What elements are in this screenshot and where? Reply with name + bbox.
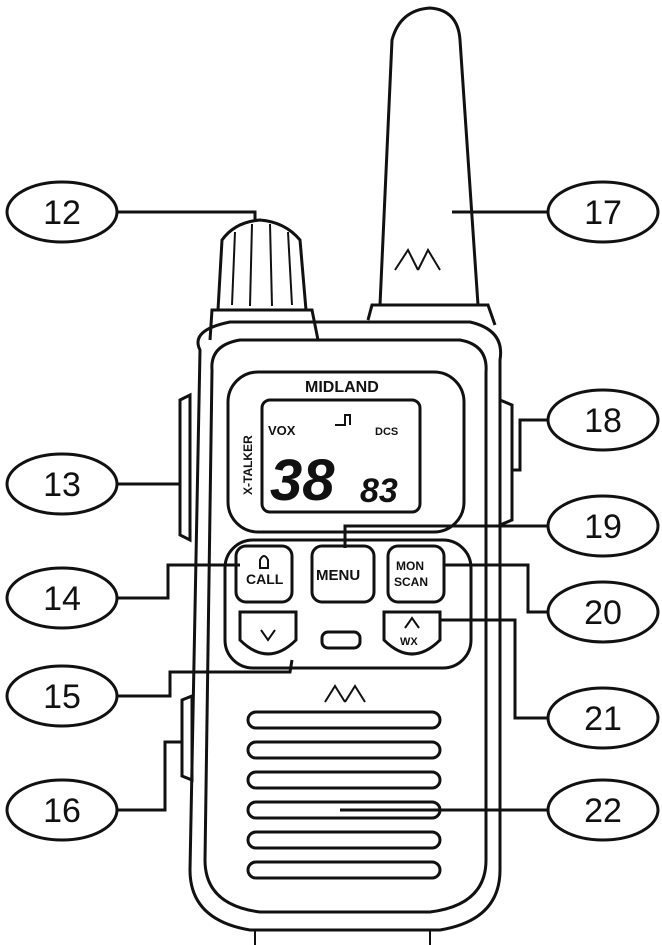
radio-body [178, 320, 514, 945]
chevron-down-icon [260, 629, 276, 642]
callout-label-20: 20 [584, 594, 622, 632]
battery-icon [335, 414, 351, 426]
callout-label-18: 18 [584, 402, 622, 440]
keypad: CALL MENU MON SCAN WX [223, 538, 473, 670]
mon-scan-button [386, 544, 446, 604]
call-bell-icon [259, 555, 269, 569]
lcd-vox-indicator: VOX [268, 423, 296, 438]
callout-13: 13 [5, 452, 119, 516]
callout-label-21: 21 [584, 700, 622, 738]
callout-21: 21 [546, 686, 660, 750]
speaker-grill [246, 684, 442, 880]
callout-20: 20 [546, 580, 660, 644]
leader-lines [118, 210, 548, 812]
callout-label-15: 15 [43, 678, 81, 716]
scan-label: SCAN [394, 575, 428, 589]
chevron-up-icon [404, 616, 420, 629]
menu-button-label: MENU [316, 567, 360, 584]
call-button-label: CALL [246, 571, 284, 587]
callout-label-19: 19 [584, 508, 622, 546]
callout-15: 15 [5, 664, 119, 728]
lock-button [320, 630, 362, 650]
callout-16: 16 [5, 778, 119, 842]
volume-knob [208, 218, 320, 341]
callout-19: 19 [546, 494, 660, 558]
lcd-screen [260, 398, 422, 514]
antenna-logo-icon [394, 247, 441, 271]
callout-label-17: 17 [584, 194, 622, 232]
callout-12: 12 [5, 180, 119, 244]
speaker-logo-icon [324, 684, 366, 703]
callout-label-14: 14 [43, 580, 81, 618]
mon-label: MON [396, 559, 424, 573]
charge-jack [180, 693, 194, 783]
up-wx-button [382, 610, 442, 656]
side-button-right [499, 398, 514, 527]
side-model-label: X-TALKER [241, 435, 255, 495]
wx-label: WX [400, 636, 418, 648]
ptt-side-button [178, 392, 192, 543]
brand-logo: MIDLAND [305, 379, 379, 396]
display-panel: MIDLAND VOX DCS 38 83 X-TALKER [226, 370, 466, 534]
callout-label-16: 16 [43, 792, 81, 830]
antenna [366, 6, 497, 326]
callout-label-13: 13 [43, 466, 81, 504]
callout-18: 18 [546, 388, 660, 452]
lcd-dcs-indicator: DCS [375, 426, 398, 438]
callout-14: 14 [5, 566, 119, 630]
callout-22: 22 [546, 778, 660, 842]
call-button [234, 544, 294, 604]
callout-label-12: 12 [43, 194, 81, 232]
menu-button [310, 544, 376, 604]
callout-17: 17 [546, 180, 660, 244]
lcd-privacy-code: 83 [360, 472, 398, 510]
lcd-channel-number: 38 [270, 448, 335, 513]
callout-label-22: 22 [584, 792, 622, 830]
down-button [238, 610, 298, 656]
